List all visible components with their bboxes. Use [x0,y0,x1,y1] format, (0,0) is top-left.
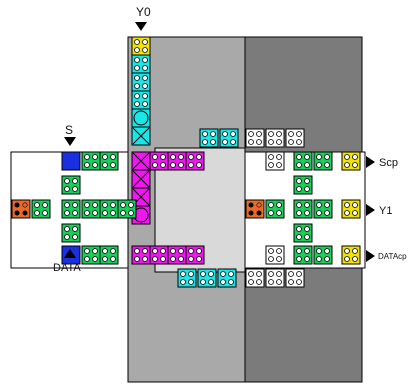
magenta-tile [149,245,169,265]
cyan-tile [217,268,237,288]
label-y1: Y1 [379,205,392,217]
cyan-tile [177,268,197,288]
green-tile [61,175,81,195]
green-tile [81,199,101,219]
cyan-circle-tile [131,108,151,128]
orange-tile [11,199,31,219]
green-tile [293,175,313,195]
green-tile [117,199,137,219]
green-tile [61,223,81,243]
cyan-tile [131,54,151,74]
orange-tile [245,199,265,219]
green-tile [31,199,51,219]
green-tile [99,245,119,265]
yellow-tile [341,199,361,219]
magenta-tile [131,245,151,265]
green-tile [81,245,101,265]
white-tile [265,151,285,171]
datacp-arrow-icon [366,250,375,262]
label-scp: Scp [379,157,398,169]
cyan-x-tile [131,126,151,146]
green-tile [313,245,333,265]
magenta-tile [167,151,187,171]
magenta-tile [167,245,187,265]
white-tile [265,128,285,148]
green-tile [61,199,81,219]
white-tile [245,128,265,148]
white-tile [245,268,265,288]
label-y0: Y0 [136,5,151,19]
label-s: S [65,123,73,137]
magenta-x-tile [131,169,151,189]
yellow-tile [341,151,361,171]
magenta-tile [185,151,205,171]
s-arrow-icon [64,137,76,146]
tile-grid [11,36,361,288]
yellow-tile [131,36,151,56]
label-datacp: DATAcp [378,252,407,261]
magenta-x-tile [131,151,151,171]
blue-tile [61,151,81,171]
white-tile [285,268,305,288]
cyan-tile [199,128,219,148]
magenta-tile [149,151,169,171]
white-tile [285,128,305,148]
yellow-tile [341,245,361,265]
green-tile [265,199,285,219]
label-data: DATA [53,262,81,274]
green-tile [293,199,313,219]
green-tile [293,245,313,265]
white-tile [265,268,285,288]
cyan-tile [131,90,151,110]
green-tile [293,151,313,171]
scp-arrow-icon [366,156,375,168]
magenta-tile [185,245,205,265]
green-tile [313,151,333,171]
green-tile [313,199,333,219]
green-tile [81,151,101,171]
data-arrow-icon [64,249,76,258]
cyan-tile [219,128,239,148]
y1-arrow-icon [366,204,375,216]
green-tile [99,151,119,171]
cyan-tile [131,72,151,92]
white-tile [265,245,285,265]
green-tile [99,199,119,219]
green-tile [293,223,313,243]
cyan-tile [197,268,217,288]
y0-arrow-icon [135,22,147,31]
